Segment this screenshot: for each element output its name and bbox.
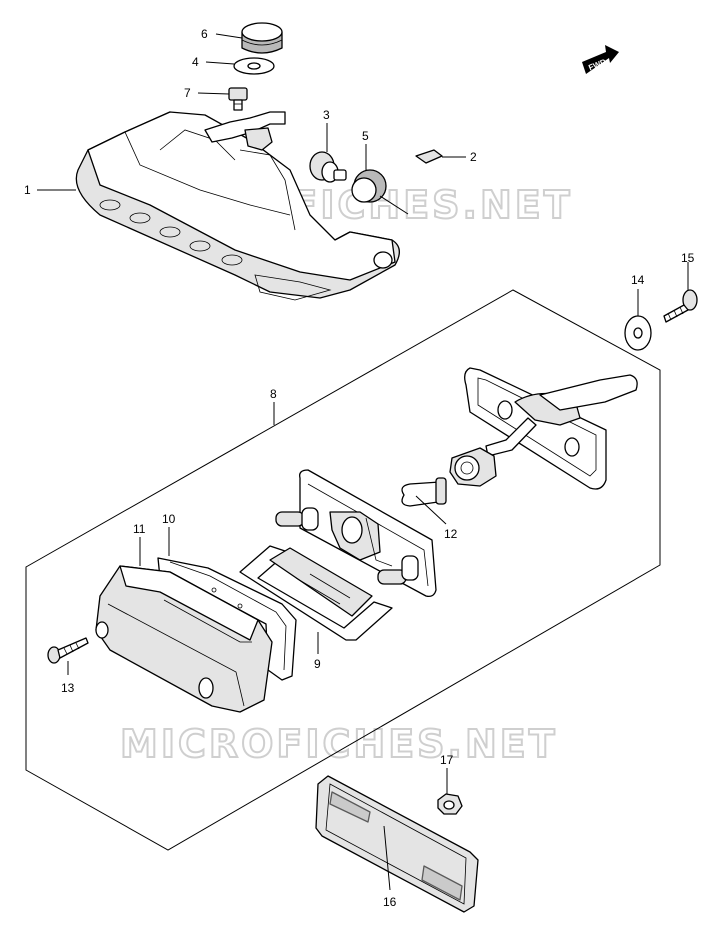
callout-10: 10: [162, 512, 176, 526]
callouts: 6 4 7 1 3 5 2 14 15 8 12 10 11 9 13 17 1…: [24, 27, 695, 909]
rubber-cap: [351, 169, 409, 215]
pad: [415, 149, 443, 164]
callout-7: 7: [184, 86, 191, 100]
callout-4: 4: [192, 55, 199, 69]
mounting-bracket: [464, 367, 638, 490]
nut: [437, 793, 463, 815]
callout-16: 16: [383, 895, 397, 909]
washer-right: [624, 315, 652, 351]
bolt-top: [228, 87, 248, 111]
callout-11: 11: [133, 522, 146, 536]
callout-12: 12: [444, 527, 458, 541]
lens: [95, 565, 273, 713]
callout-1: 1: [24, 183, 31, 197]
lamp-base-plate: [275, 469, 437, 598]
bulb-socket: [309, 151, 347, 183]
screw-right: [663, 289, 698, 323]
callout-2: 2: [470, 150, 477, 164]
grommet: [241, 22, 283, 54]
callout-9: 9: [314, 657, 321, 671]
watermark-bottom: MICROFICHES.NET: [120, 722, 558, 766]
callout-14: 14: [631, 273, 645, 287]
assembly-outline: [25, 289, 661, 851]
lens-frame: [239, 545, 393, 641]
washer-top: [233, 57, 275, 75]
callout-6: 6: [201, 27, 208, 41]
callout-8: 8: [270, 387, 277, 401]
reflector: [315, 775, 479, 913]
callout-3: 3: [323, 108, 330, 122]
callout-15: 15: [681, 251, 695, 265]
fwd-arrow-icon: FWD: [582, 45, 619, 74]
callout-5: 5: [362, 129, 369, 143]
callout-13: 13: [61, 681, 75, 695]
callout-17: 17: [440, 753, 454, 767]
leader-lines: [37, 33, 689, 891]
bulb: [401, 447, 497, 507]
screw-left: [47, 637, 89, 664]
tail-light-housing: [75, 111, 400, 301]
